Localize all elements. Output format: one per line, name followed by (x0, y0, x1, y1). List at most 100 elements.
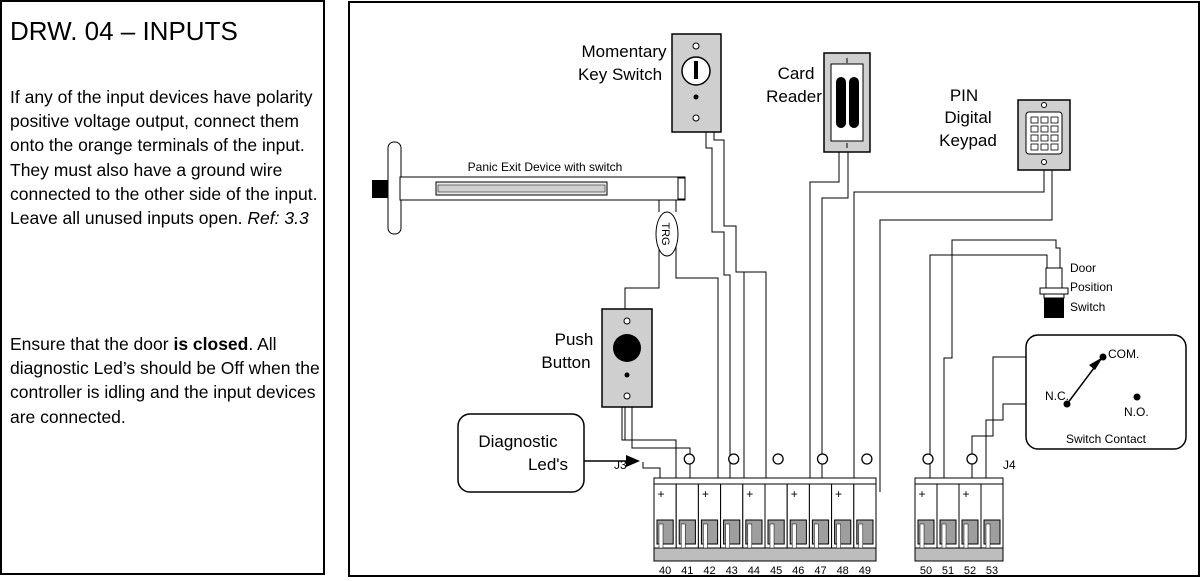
no-terminal (1133, 393, 1141, 401)
terminal-wire-entry (963, 523, 969, 549)
card-reader-label-line1: Card (778, 64, 815, 83)
wire-panic-2 (675, 233, 719, 492)
terminal-52: 52 + (958, 483, 982, 577)
terminal-number-label: 52 (964, 565, 976, 577)
door-check-text-1: Ensure that the door (10, 334, 174, 354)
diagnostic-led (966, 453, 978, 465)
panel-title: DRW. 04 – INPUTS (10, 16, 238, 46)
door-check-emphasis: is closed (173, 334, 249, 354)
terminal-wire-entry (703, 523, 708, 549)
terminal-43: 43 (720, 483, 744, 577)
card-slot-left (836, 77, 846, 128)
key-switch-label-line1: Momentary (581, 42, 667, 61)
terminal-42: 42+ (697, 483, 722, 577)
terminal-49: 49 (853, 483, 877, 577)
key-switch-screw-bottom (692, 114, 700, 122)
diagnostic-leds-label-line2: Led's (528, 455, 568, 474)
switch-contact-box (1025, 334, 1187, 450)
wire-pushbutton-1 (621, 407, 676, 441)
wire-pushbutton-2 (631, 407, 691, 492)
wire-contact-nc (985, 403, 1067, 492)
push-button-plate (601, 308, 653, 408)
keypad-key (1050, 143, 1059, 151)
key-switch-indicator (693, 94, 699, 100)
momentary-key-switch: Momentary Key Switch (578, 33, 722, 133)
key-slot (694, 61, 698, 79)
terminal-wire-entry (858, 523, 864, 549)
terminal-number-label: 50 (920, 565, 932, 577)
panic-device-label: Panic Exit Device with switch (468, 160, 623, 174)
panic-bar-switch-block (677, 177, 686, 200)
push-button-indicator (624, 372, 630, 378)
wires (621, 132, 1103, 492)
push-button-label-line2: Button (541, 353, 590, 372)
keypad-label-line1: PIN (950, 86, 978, 105)
wire-door-2 (943, 239, 1061, 492)
keypad-key (1040, 134, 1049, 142)
nc-label: N.C. (1045, 389, 1069, 403)
door-switch-flange (1039, 287, 1069, 295)
wire-cardreader-1 (809, 152, 840, 492)
keypad-screw-bottom (1041, 159, 1047, 165)
terminal-wire-entry (680, 523, 686, 549)
keypad-key (1030, 143, 1039, 151)
trg-label: TRG (659, 222, 671, 245)
terminal-block-base (653, 547, 877, 562)
plus-sign-label: + (835, 487, 842, 501)
terminal-block-base (914, 547, 1004, 562)
card-slot-right (849, 77, 859, 128)
terminal-number-label: 45 (770, 565, 782, 577)
diagnostic-leds-label-line1: Diagnostic (478, 432, 558, 451)
plus-sign-label: + (962, 487, 969, 501)
wiring-instructions-text: If any of the input devices have polarit… (10, 87, 318, 229)
plus-sign-label: + (657, 487, 664, 501)
keypad-key (1040, 143, 1049, 151)
terminal-wire-entry (985, 523, 991, 549)
diagnostic-led (861, 453, 873, 465)
terminal-wire-entry (791, 523, 797, 549)
wire-keypad-1 (853, 170, 1045, 492)
push-button-label-line1: Push (555, 330, 594, 349)
wire-keyswitch-1 (705, 132, 731, 492)
com-label: COM. (1108, 347, 1139, 361)
terminal-wire-entry (836, 523, 841, 549)
panic-bar-mount (387, 141, 402, 235)
wire-keyswitch-3 (744, 271, 767, 492)
door-switch-magnet (1044, 298, 1064, 318)
plus-sign-label: + (791, 487, 798, 501)
plus-sign-label: + (702, 487, 709, 501)
keypad-key (1040, 116, 1049, 124)
terminal-50: 50+ (914, 483, 938, 577)
terminal-wire-entry (725, 523, 730, 549)
door-switch-label-line2: Position (1070, 280, 1113, 294)
switch-contact-label: Switch Contact (1066, 432, 1147, 446)
terminal-41: 41 (675, 483, 699, 577)
terminal-40: 40+ (653, 483, 677, 577)
terminal-number-label: 41 (681, 565, 693, 577)
diagnostic-led (772, 453, 784, 465)
door-switch-gap (1043, 293, 1065, 299)
diagnostic-leds-callout: Diagnostic Led's (457, 413, 640, 493)
wiring-diagram: Panic Exit Device with switch TRG Moment… (348, 1, 1200, 577)
push-button-screw-bottom (623, 392, 631, 400)
terminal-wire-entry (919, 523, 925, 549)
switch-contact: COM. N.C. N.O. Switch Contact (1025, 334, 1187, 450)
key-switch-screw-top (692, 42, 700, 50)
panic-exit-device: Panic Exit Device with switch TRG (372, 141, 686, 257)
panic-bar-wire-lead (658, 200, 677, 212)
key-switch-label-line2: Key Switch (578, 65, 662, 84)
terminal-number-label: 46 (792, 565, 804, 577)
terminal-53: 53 (980, 483, 1004, 577)
terminal-number-label: 43 (726, 565, 738, 577)
diagnostic-led (683, 453, 695, 465)
door-switch-body (1045, 267, 1063, 289)
terminal-wire-entry (658, 523, 664, 549)
diagnostic-led (816, 453, 829, 465)
terminal-number-label: 48 (837, 565, 849, 577)
wire-keyswitch-2 (713, 132, 745, 492)
plus-sign-label: + (746, 487, 753, 501)
push-button-knob (613, 334, 641, 362)
keypad-key (1030, 116, 1039, 124)
contact-arrow-icon (1089, 357, 1103, 370)
